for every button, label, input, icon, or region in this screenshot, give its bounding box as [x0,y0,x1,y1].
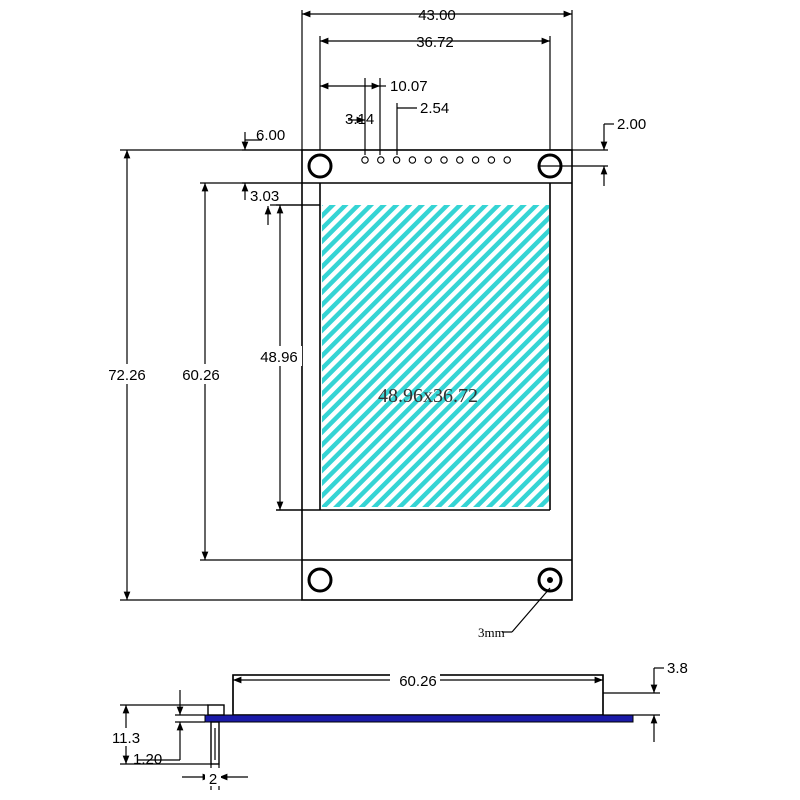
hole-leader [511,587,551,633]
dim-board-width: 43.00 [418,7,456,24]
pin-hole [487,156,496,164]
dim-board-height: 72.26 [108,367,146,384]
dim-screen-width: 36.72 [416,34,454,51]
screen-active-area [322,205,549,507]
pcb-board [204,714,634,723]
mounting-hole-top-left [307,153,333,179]
dim-header-offset: 2.00 [617,116,646,133]
dim-module-height: 60.26 [182,367,220,384]
pin-hole [503,156,511,164]
pin-header [361,156,511,164]
pin-hole [471,156,480,164]
pin-hole [377,156,385,164]
pin-hole [456,156,464,164]
hole-size-label: 3mm [478,625,505,640]
top-view: 48.96x36.72 3mm 43.00 36.72 [108,7,646,640]
pin-hole [392,156,401,164]
mounting-hole-bottom-right [537,567,563,593]
dim-pin-offset: 10.07 [390,78,428,95]
screen-size-label: 48.96x36.72 [378,385,478,407]
pin-hole [408,156,417,164]
dim-side-pcb-thickness: 1.20 [133,751,162,768]
pin-hole [424,156,432,164]
pin-hole [440,156,448,164]
pin-header-body [207,704,225,716]
mounting-hole-bottom-left [307,567,333,593]
dim-pin-pitch: 2.54 [420,100,449,117]
dim-side-length: 60.26 [399,673,437,690]
board-outline [301,149,573,601]
dim-side-thickness: 3.8 [667,660,688,677]
dim-side-total-height: 11.3 [112,730,140,747]
side-view: 60.26 3.8 11.3 1.20 2 [108,660,688,790]
dim-top-to-hole: 6.00 [256,127,285,144]
dim-side-pin-width: 2 [209,771,217,788]
dim-screen-gap: 3.03 [250,188,279,205]
dim-screen-height: 48.96 [260,349,298,366]
pin-hole [361,156,369,164]
